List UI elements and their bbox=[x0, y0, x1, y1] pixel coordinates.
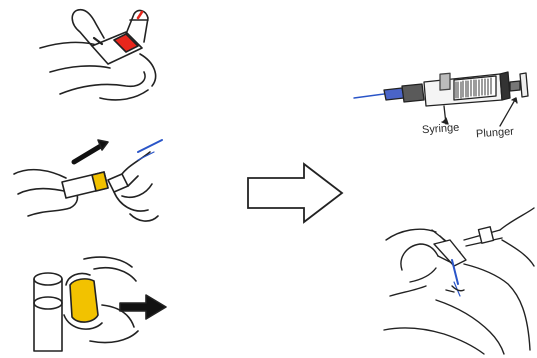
step-remove-red-cap bbox=[30, 2, 180, 112]
step-pull-yellow-cap bbox=[20, 245, 170, 355]
syringe-icon bbox=[353, 71, 529, 127]
hand-pulling-yellow-cap-icon bbox=[33, 256, 167, 352]
hand-attaching-needle-icon bbox=[13, 139, 163, 222]
injection-into-thigh-icon bbox=[383, 207, 535, 355]
right-arrow-icon bbox=[247, 162, 344, 224]
syringe-diagram: Syringe Plunger bbox=[350, 70, 535, 160]
hand-removing-red-cap-icon bbox=[39, 8, 157, 101]
step-attach-needle bbox=[10, 130, 170, 230]
injection-diagram bbox=[380, 200, 536, 356]
right-outline-arrow bbox=[246, 160, 346, 226]
